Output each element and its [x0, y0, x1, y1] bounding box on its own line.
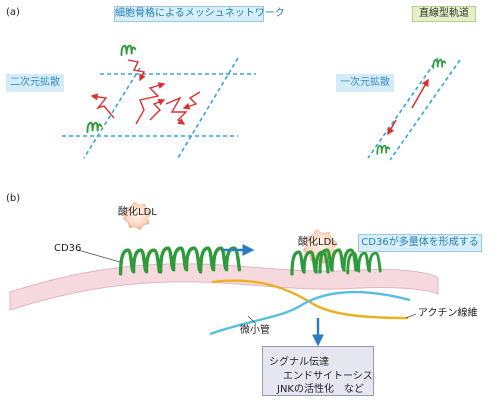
linear-track-title: 直線型軌道	[412, 6, 476, 22]
microtubule-leader-line	[247, 315, 257, 325]
mesh-receptors	[86, 44, 136, 133]
walk-path-3	[135, 82, 166, 125]
multimer-formation-box: CD36が多量体を形成する	[358, 234, 482, 252]
one-dimensional-diffusion-label: 一次元拡散	[336, 74, 394, 92]
panel-b-label: (b)	[6, 193, 21, 204]
oxidized-ldl-label-2: 酸化LDL	[298, 237, 337, 248]
panel-a-label: (a)	[6, 7, 20, 18]
random-walk-paths	[90, 59, 201, 125]
mesh-line-diag-right	[177, 57, 239, 159]
mesh-network	[62, 57, 256, 159]
cd36-leader-line	[77, 249, 121, 263]
receptor-icon	[120, 44, 136, 56]
track-line-right	[389, 59, 461, 161]
actin-label: アクチン線維	[418, 308, 478, 319]
two-dimensional-diffusion-label: 二次元拡散	[6, 74, 64, 92]
oxidized-ldl-particle-1	[122, 201, 152, 231]
receptor-icon	[432, 58, 446, 69]
cell-membrane	[9, 263, 439, 311]
jnk-activation-text: JNKの活性化 など	[277, 384, 364, 395]
walk-path-5	[165, 96, 188, 125]
walk-path-6	[182, 91, 201, 110]
walk-path-1	[127, 59, 146, 82]
oxidized-ldl-label-1: 酸化LDL	[118, 207, 157, 218]
mesh-line-diag-left	[83, 67, 141, 159]
walk-path-4	[149, 98, 166, 121]
receptor-icon	[376, 144, 390, 155]
track-arrow-up	[411, 78, 429, 109]
cd36-label: CD36	[54, 243, 82, 254]
signal-outcomes-box: シグナル伝達 エンドサイトーシス JNKの活性化 など	[262, 346, 374, 396]
walk-path-2	[90, 93, 115, 119]
linear-track	[367, 57, 461, 161]
track-line-left	[367, 57, 439, 159]
actin-leader-line	[405, 313, 417, 319]
endocytosis-text: エンドサイトーシス	[283, 371, 373, 382]
microtubule-label: 微小管	[240, 325, 270, 336]
mesh-network-title: 細胞骨格によるメッシュネットワーク	[114, 6, 285, 22]
receptor-icon	[86, 121, 102, 133]
track-arrow-down	[387, 119, 397, 136]
signal-transduction-text: シグナル伝達	[269, 357, 329, 368]
microtubule	[209, 290, 411, 336]
actin-filament	[211, 279, 409, 320]
